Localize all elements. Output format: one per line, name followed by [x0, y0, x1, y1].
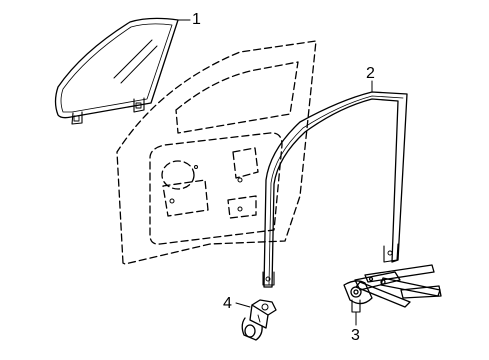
- window-regulator: [343, 264, 442, 326]
- callout-2: 2: [366, 65, 375, 82]
- callout-1: 1: [192, 11, 201, 28]
- regulator-motor: [235, 299, 277, 341]
- glass-run-channel: [262, 80, 408, 288]
- door-shell: [116, 40, 317, 265]
- panel-holes: [169, 165, 243, 212]
- callout-3: 3: [351, 327, 360, 344]
- door-glass: [54, 17, 191, 125]
- callout-4: 4: [223, 295, 232, 312]
